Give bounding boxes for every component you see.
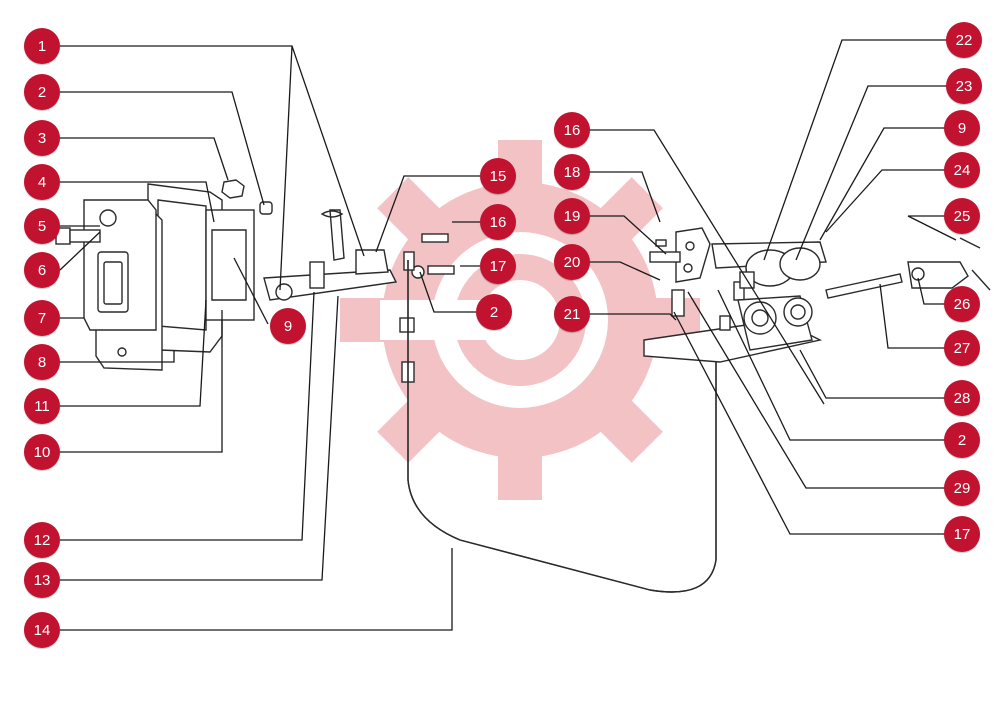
callout-9-right: 9	[944, 110, 980, 146]
callout-17-right: 17	[944, 516, 980, 552]
callout-20: 20	[554, 244, 590, 280]
callout-23: 23	[946, 68, 982, 104]
callout-2-mid: 2	[476, 294, 512, 330]
mounting-plate	[83, 183, 255, 371]
callout-19: 19	[554, 198, 590, 234]
callout-2: 2	[24, 74, 60, 110]
callout-16-center: 16	[554, 112, 590, 148]
callout-5: 5	[24, 208, 60, 244]
callout-8: 8	[24, 344, 60, 380]
callout-10: 10	[24, 434, 60, 470]
callout-26: 26	[944, 286, 980, 322]
callout-21: 21	[554, 296, 590, 332]
callout-12: 12	[24, 522, 60, 558]
callout-11: 11	[24, 388, 60, 424]
callout-15: 15	[480, 158, 516, 194]
callout-28: 28	[944, 380, 980, 416]
callout-18: 18	[554, 154, 590, 190]
callout-7: 7	[24, 300, 60, 336]
callout-27: 27	[944, 330, 980, 366]
lever-mechanism	[263, 209, 455, 301]
callout-13: 13	[24, 562, 60, 598]
callout-2-right: 2	[944, 422, 980, 458]
rod-and-fork	[825, 237, 991, 299]
callout-17-mid: 17	[480, 248, 516, 284]
callout-24: 24	[944, 152, 980, 188]
callout-14: 14	[24, 612, 60, 648]
callout-9-left: 9	[270, 308, 306, 344]
bracket-assembly	[711, 241, 827, 351]
callout-25: 25	[944, 198, 980, 234]
callout-4: 4	[24, 164, 60, 200]
callout-6: 6	[24, 252, 60, 288]
callout-16-mid: 16	[480, 204, 516, 240]
nut	[221, 179, 273, 215]
callout-29: 29	[944, 470, 980, 506]
cable	[399, 251, 717, 593]
callout-3: 3	[24, 120, 60, 156]
callout-22: 22	[946, 22, 982, 58]
callout-1: 1	[24, 28, 60, 64]
